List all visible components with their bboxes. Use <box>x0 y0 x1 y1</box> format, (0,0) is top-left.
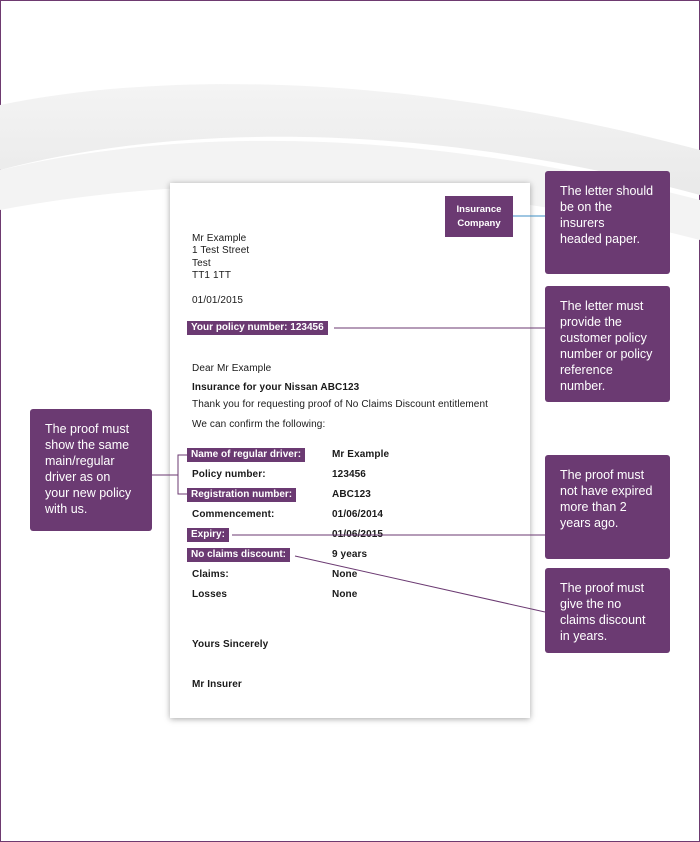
detail-label-claims: Claims: <box>192 569 229 580</box>
detail-value-losses: None <box>332 589 358 600</box>
detail-value-ncd: 9 years <box>332 549 368 560</box>
address-line: TT1 1TT <box>192 270 232 281</box>
detail-label-policy-number: Policy number: <box>192 469 266 480</box>
policy-number-highlight: Your policy number: 123456 <box>187 321 328 335</box>
callout-headed-paper: The letter should be on the insurers hea… <box>545 171 670 274</box>
letter-intro: Thank you for requesting proof of No Cla… <box>192 399 488 410</box>
callout-policy-number: The letter must provide the customer pol… <box>545 286 670 402</box>
detail-label-losses: Losses <box>192 589 228 600</box>
letter-signature: Mr Insurer <box>192 679 242 690</box>
letter-date: 01/01/2015 <box>192 295 244 306</box>
detail-value-commencement: 01/06/2014 <box>332 509 384 520</box>
callout-ncd-years: The proof must give the no claims discou… <box>545 568 670 653</box>
detail-label-commencement: Commencement: <box>192 509 275 520</box>
letter-confirm: We can confirm the following: <box>192 419 326 430</box>
callout-same-driver: The proof must show the same main/regula… <box>30 409 152 531</box>
sample-letter: Insurance Company Mr Example 1 Test Stre… <box>170 183 530 718</box>
callout-expiry: The proof must not have expired more tha… <box>545 455 670 559</box>
address-line: Test <box>192 258 211 269</box>
detail-label-registration: Registration number: <box>187 488 297 502</box>
address-line: 1 Test Street <box>192 245 250 256</box>
address-line: Mr Example <box>192 233 247 244</box>
letter-subject: Insurance for your Nissan ABC123 <box>192 382 360 393</box>
insurance-company-logo: Insurance Company <box>445 196 513 237</box>
detail-value-policy-number: 123456 <box>332 469 366 480</box>
detail-value-claims: None <box>332 569 358 580</box>
detail-value-expiry: 01/06/2015 <box>332 529 384 540</box>
detail-value-regular-driver: Mr Example <box>332 449 390 460</box>
detail-value-registration: ABC123 <box>332 489 371 500</box>
letter-signoff: Yours Sincerely <box>192 639 269 650</box>
detail-label-expiry: Expiry: <box>187 528 229 542</box>
letter-greeting: Dear Mr Example <box>192 363 272 374</box>
detail-label-ncd: No claims discount: <box>187 548 291 562</box>
detail-label-regular-driver: Name of regular driver: <box>187 448 306 462</box>
